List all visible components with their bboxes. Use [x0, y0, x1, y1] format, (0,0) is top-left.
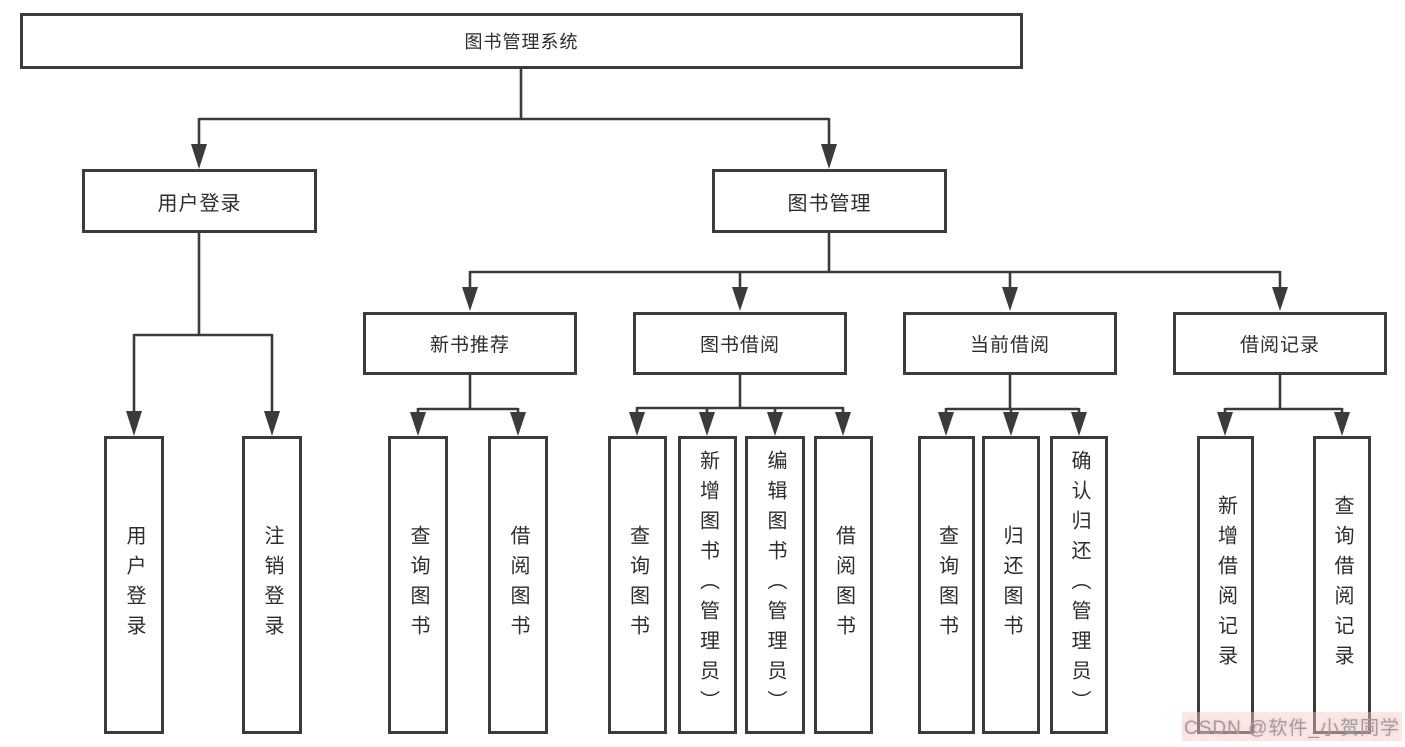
arrowhead-icon [767, 412, 783, 436]
node-new-book-recommendation: 新书推荐 [363, 312, 577, 375]
leaf-query-books-current: 查询图书 [918, 436, 975, 734]
arrowhead-icon [1334, 412, 1350, 436]
arrowhead-icon [1071, 412, 1087, 436]
leaf-user-login: 用户登录 [104, 436, 164, 734]
connector-borrowing-records-branch [1217, 375, 1350, 436]
connector-user-login-branch [126, 233, 280, 436]
leaf-confirm-return-admin: 确认归还（管理员） [1050, 436, 1108, 734]
node-book-management: 图书管理 [712, 169, 947, 233]
arrowhead-icon [629, 412, 645, 436]
arrowhead-icon [191, 144, 207, 169]
arrowhead-icon [732, 287, 748, 311]
arrowhead-icon [821, 144, 837, 169]
leaf-logout-login: 注销登录 [242, 436, 302, 734]
connector-book-borrowing-branch [629, 375, 851, 436]
leaf-query-borrow-record: 查询借阅记录 [1313, 436, 1371, 734]
node-current-borrowing: 当前借阅 [903, 312, 1117, 375]
arrowhead-icon [1002, 287, 1018, 311]
node-user-login: 用户登录 [82, 169, 317, 233]
arrowhead-icon [126, 411, 142, 436]
watermark: CSDN @软件_小贺同学 [1182, 712, 1402, 741]
arrowhead-icon [462, 287, 478, 311]
leaf-borrow-books: 借阅图书 [814, 436, 873, 734]
leaf-query-books-borrow: 查询图书 [608, 436, 667, 734]
arrowhead-icon [510, 412, 526, 436]
connector-root-branch [191, 69, 837, 169]
node-library-system: 图书管理系统 [20, 13, 1023, 69]
leaf-add-borrow-record: 新增借阅记录 [1197, 436, 1254, 734]
arrowhead-icon [1272, 287, 1288, 311]
leaf-add-books-admin: 新增图书（管理员） [678, 436, 737, 734]
connector-new-book-branch [410, 375, 526, 436]
leaf-borrow-books-newbook: 借阅图书 [488, 436, 548, 734]
arrowhead-icon [938, 412, 954, 436]
arrowhead-icon [699, 412, 715, 436]
arrowhead-icon [835, 412, 851, 436]
leaf-edit-books-admin: 编辑图书（管理员） [745, 436, 805, 734]
arrowhead-icon [1217, 412, 1233, 436]
arrowhead-icon [264, 411, 280, 436]
node-book-borrowing: 图书借阅 [633, 312, 847, 375]
connector-book-management-branch [462, 233, 1288, 311]
leaf-return-books: 归还图书 [982, 436, 1040, 734]
arrowhead-icon [1003, 412, 1019, 436]
connector-current-borrowing-branch [938, 375, 1087, 436]
node-borrowing-records: 借阅记录 [1173, 312, 1387, 375]
arrowhead-icon [410, 412, 426, 436]
leaf-query-books-newbook: 查询图书 [388, 436, 448, 734]
